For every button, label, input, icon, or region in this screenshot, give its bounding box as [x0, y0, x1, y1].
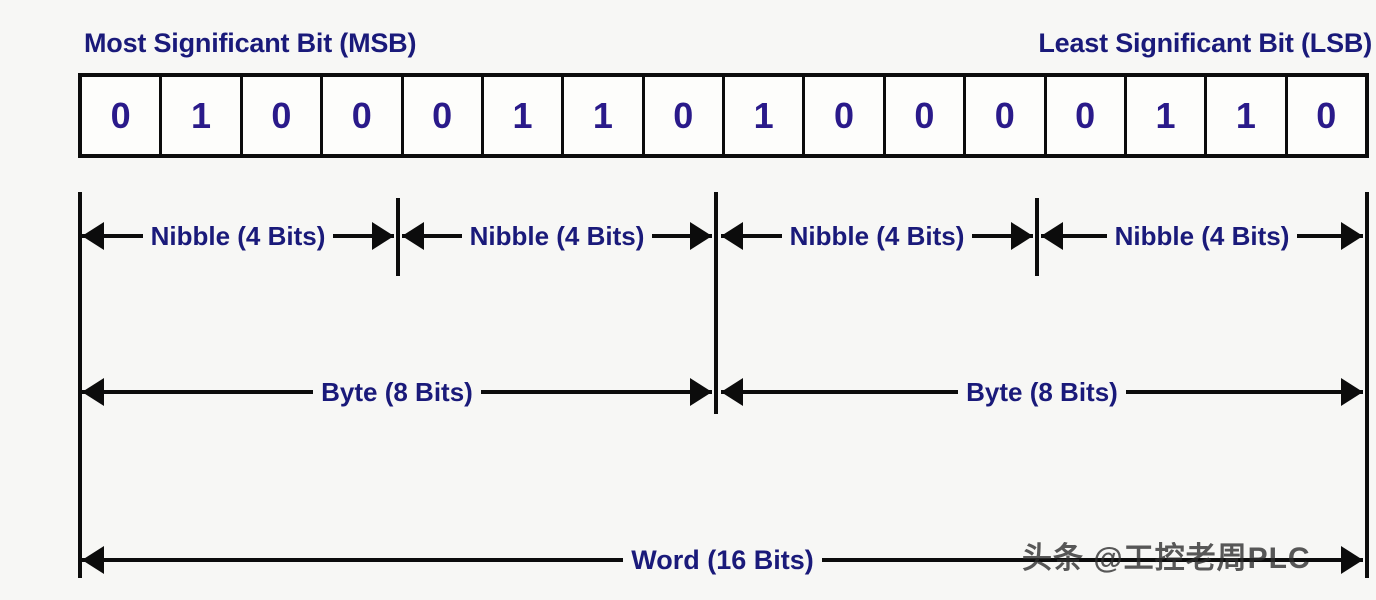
arrow-head-right-icon [1341, 378, 1363, 406]
lsb-label: Least Significant Bit (LSB) [1038, 28, 1372, 58]
bit-cell: 0 [323, 77, 404, 154]
nibble-span: Nibble (4 Bits) [82, 216, 394, 256]
arrow-head-left-icon [82, 222, 104, 250]
word-span: Word (16 Bits) [82, 540, 1363, 580]
arrow-head-right-icon [1011, 222, 1033, 250]
byte-span: Byte (8 Bits) [82, 372, 712, 412]
bit-cell: 0 [966, 77, 1047, 154]
guide-line-left [78, 192, 82, 578]
bit-cell: 0 [403, 77, 484, 154]
nibble-span: Nibble (4 Bits) [721, 216, 1033, 256]
nibble-label: Nibble (4 Bits) [461, 223, 653, 249]
arrow-head-right-icon [1341, 222, 1363, 250]
nibble-divider-tick [1035, 198, 1039, 276]
nibble-label: Nibble (4 Bits) [781, 223, 973, 249]
byte-span: Byte (8 Bits) [721, 372, 1363, 412]
bit-cell: 0 [242, 77, 324, 154]
nibble-span: Nibble (4 Bits) [1041, 216, 1363, 256]
bit-row: 0 1 0 0 0 1 1 0 1 0 0 0 0 1 1 0 [78, 73, 1369, 158]
arrow-head-left-icon [402, 222, 424, 250]
bit-cell: 0 [1046, 77, 1127, 154]
byte-label: Byte (8 Bits) [958, 379, 1126, 405]
msb-label: Most Significant Bit (MSB) [84, 28, 417, 58]
arrow-head-right-icon [690, 222, 712, 250]
nibble-label: Nibble (4 Bits) [1106, 223, 1298, 249]
guide-line-right [1365, 192, 1369, 578]
byte-label: Byte (8 Bits) [313, 379, 481, 405]
bit-cell: 1 [564, 77, 645, 154]
bit-cell: 1 [1126, 77, 1208, 154]
bit-cell: 1 [483, 77, 565, 154]
arrow-head-left-icon [721, 378, 743, 406]
arrow-head-left-icon [82, 546, 104, 574]
bit-cell: 1 [162, 77, 243, 154]
nibble-span: Nibble (4 Bits) [402, 216, 712, 256]
arrow-head-right-icon [1341, 546, 1363, 574]
bit-cell: 0 [1287, 77, 1365, 154]
nibble-label: Nibble (4 Bits) [142, 223, 334, 249]
arrow-head-right-icon [372, 222, 394, 250]
bit-cell: 1 [725, 77, 806, 154]
guide-line-byte-split [714, 192, 718, 414]
bit-cell: 0 [805, 77, 886, 154]
nibble-divider-tick [396, 198, 400, 276]
arrow-head-left-icon [721, 222, 743, 250]
bit-cell: 0 [644, 77, 725, 154]
arrow-head-left-icon [1041, 222, 1063, 250]
word-label: Word (16 Bits) [623, 546, 822, 574]
bit-cell: 0 [82, 77, 163, 154]
bit-cell: 1 [1207, 77, 1288, 154]
arrow-head-right-icon [690, 378, 712, 406]
arrow-head-left-icon [82, 378, 104, 406]
bit-cell: 0 [885, 77, 967, 154]
